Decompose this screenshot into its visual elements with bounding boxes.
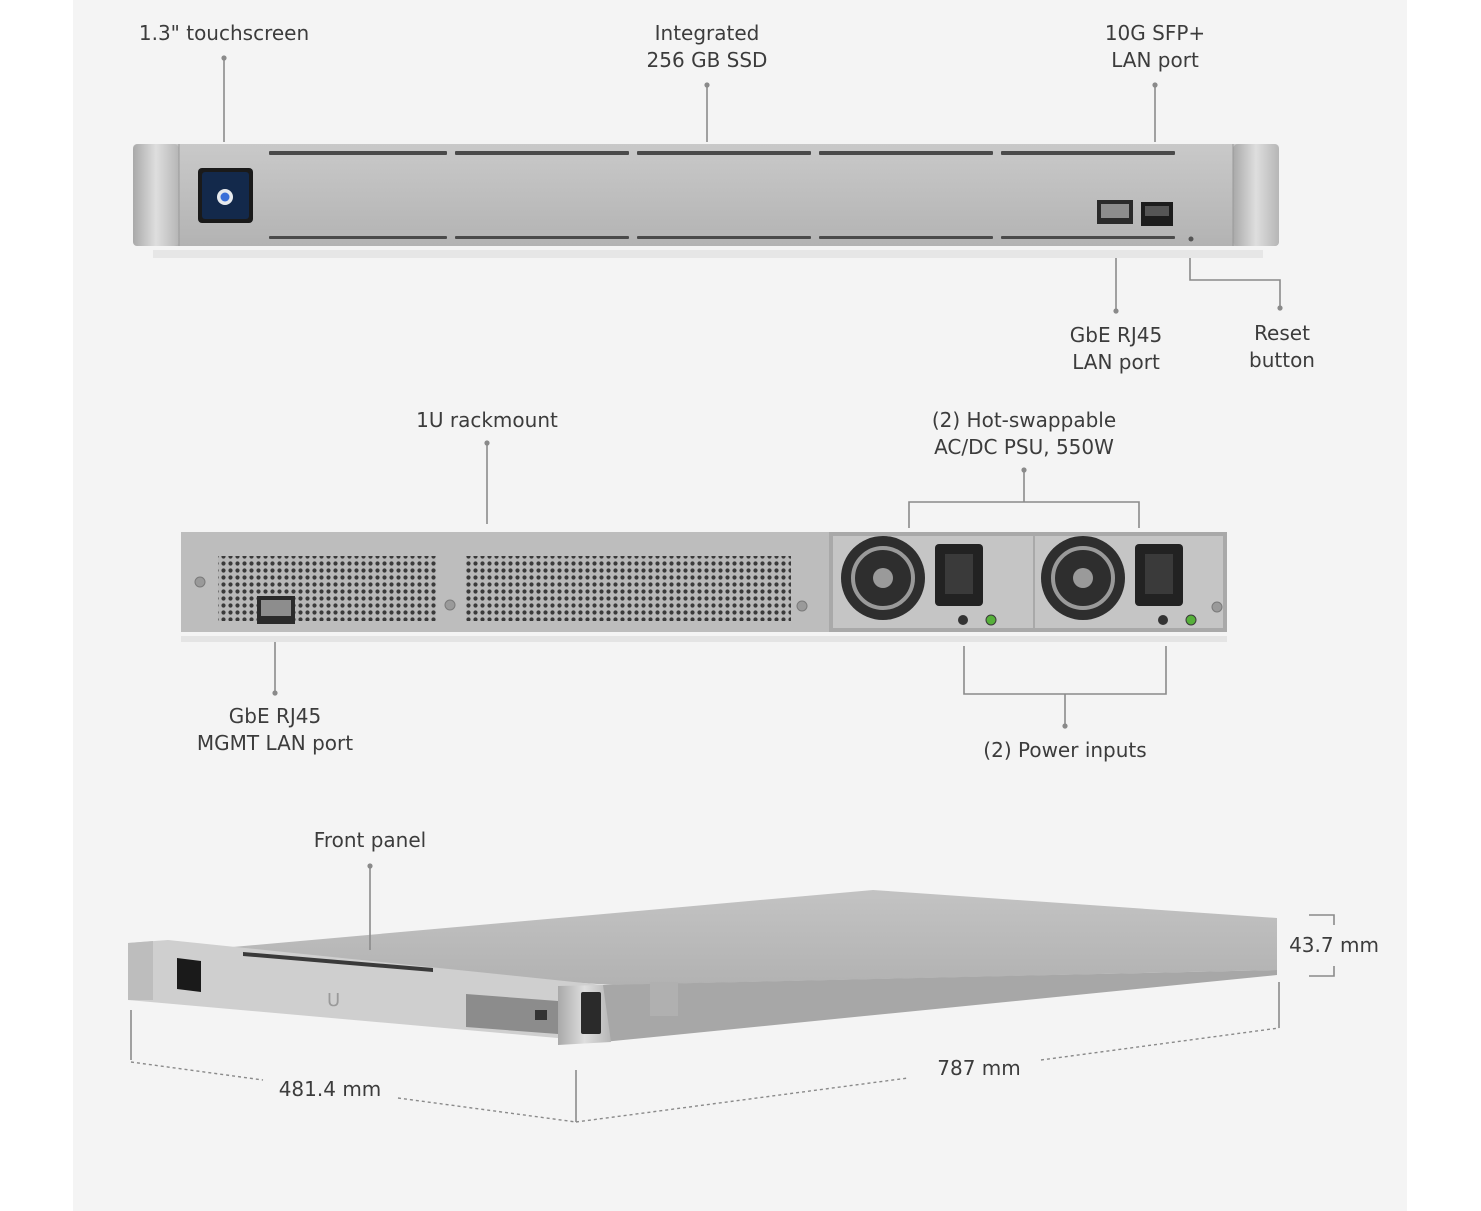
right-rack-ear: [1233, 144, 1279, 246]
depth-dimension-text: 787 mm: [937, 1056, 1021, 1080]
rackmount-label-text: 1U rackmount: [416, 408, 558, 432]
psu-label: (2) Hot-swappable AC/DC PSU, 550W: [932, 407, 1116, 461]
reset-pinhole: [1188, 236, 1194, 242]
rear-leader-lines: [272, 440, 1167, 729]
mgmt-label-line1: GbE RJ45: [228, 704, 322, 728]
rj45-lan-label-line1: GbE RJ45: [1069, 323, 1163, 347]
psu-1-led: [985, 614, 997, 626]
reset-label-line1: Reset: [1254, 321, 1310, 345]
ssd-label-line2: 256 GB SSD: [646, 48, 768, 72]
reset-label-line2: button: [1249, 348, 1315, 372]
perspective-dimension-lines: [130, 863, 1335, 1122]
mgmt-label-line2: MGMT LAN port: [196, 731, 354, 755]
sfp-label-line1: 10G SFP+: [1104, 21, 1206, 45]
device-illustrations: U: [128, 55, 1335, 1123]
rj45-lan-label-line2: LAN port: [1072, 350, 1160, 374]
psu-1: [833, 536, 1033, 628]
rj45-lan-label: GbE RJ45 LAN port: [1070, 322, 1162, 376]
psu-label-line2: AC/DC PSU, 550W: [934, 435, 1114, 459]
front-panel-label-text: Front panel: [313, 828, 427, 852]
mgmt-port-label: GbE RJ45 MGMT LAN port: [197, 703, 353, 757]
rear-mesh-left: [218, 556, 436, 621]
product-diagram: U 1.3" touchscr: [73, 0, 1407, 1211]
left-rack-ear: [133, 144, 179, 246]
perspective-view-device: U: [128, 890, 1277, 1045]
rear-view-device: [181, 532, 1227, 642]
sfp-label: 10G SFP+ LAN port: [1105, 20, 1205, 74]
chassis-side: [603, 970, 1277, 1042]
touchscreen-label-text: 1.3" touchscreen: [138, 21, 310, 45]
power-inputs-label: (2) Power inputs: [983, 737, 1146, 764]
psu-2: [1035, 536, 1223, 628]
psu-2-led: [1185, 614, 1197, 626]
perspective-touchscreen: [177, 958, 201, 992]
sfp-label-line2: LAN port: [1111, 48, 1199, 72]
rackmount-label: 1U rackmount: [416, 407, 558, 434]
touchscreen-label: 1.3" touchscreen: [139, 20, 309, 47]
width-dimension-label: 481.4 mm: [279, 1076, 382, 1103]
psu-label-line1: (2) Hot-swappable: [931, 408, 1117, 432]
front-panel-label: Front panel: [314, 827, 426, 854]
depth-dimension-label: 787 mm: [937, 1055, 1021, 1082]
ubiquiti-u-logo-icon: U: [327, 990, 340, 1011]
width-dimension-text: 481.4 mm: [278, 1077, 382, 1101]
reset-button-label: Reset button: [1249, 320, 1315, 374]
chassis-top: [143, 890, 1277, 985]
front-leader-lines: [221, 55, 1283, 314]
power-inputs-label-text: (2) Power inputs: [983, 738, 1147, 762]
ssd-label: Integrated 256 GB SSD: [647, 20, 768, 74]
height-dimension-label: 43.7 mm: [1289, 932, 1379, 959]
front-vent-slots: [269, 151, 1175, 239]
perspective-dashed-dimension: [130, 1027, 1280, 1123]
front-view-device: [133, 144, 1279, 258]
height-dimension-text: 43.7 mm: [1289, 933, 1379, 957]
rear-mesh-center: [466, 556, 791, 621]
ssd-label-line1: Integrated: [654, 21, 760, 45]
front-chassis: [133, 144, 1279, 246]
